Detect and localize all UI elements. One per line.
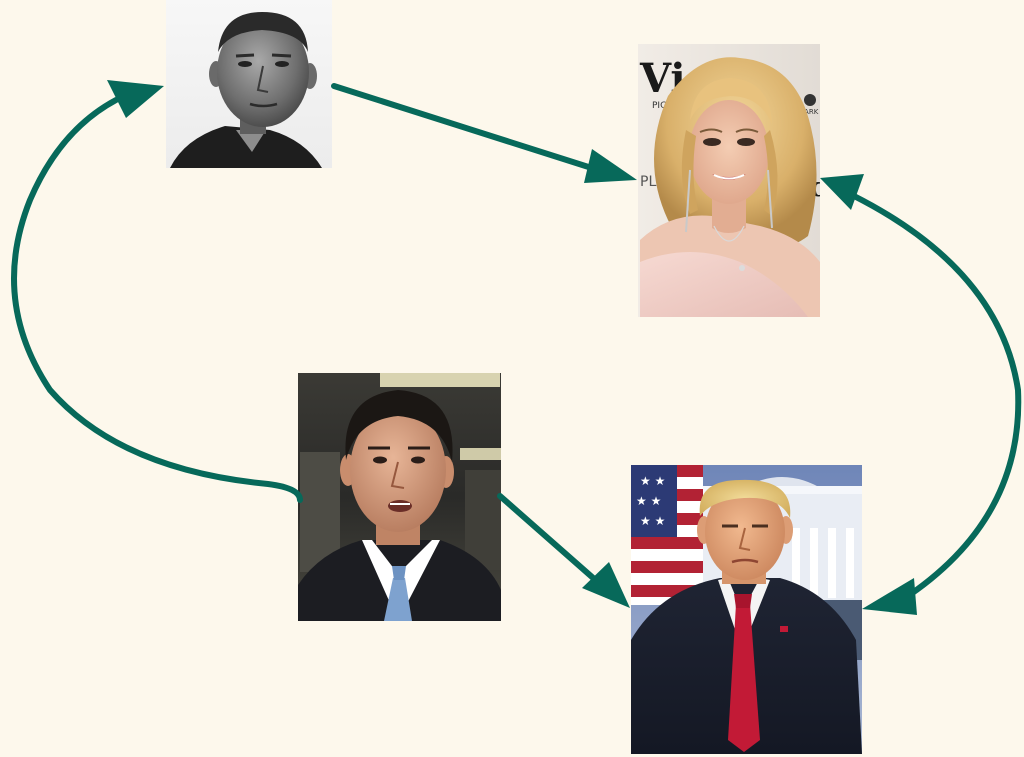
arrowhead-up-left-icon [820,174,864,210]
photo-bottom-right: ★ ★ ★ ★ ★ ★ [631,465,862,754]
arrowhead-right-icon [584,149,637,183]
arrowhead-down-right-icon [582,562,630,608]
arrows-layer [11,83,1022,603]
svg-text:★ ★: ★ ★ [640,474,665,488]
svg-text:★ ★: ★ ★ [636,494,661,508]
photo-top-left [166,0,332,168]
photo-top-right: Vick PICTURES PLAY MARK ic [638,44,820,317]
arrow-bottom-left-to-bottom-right [497,493,603,587]
svg-text:★ ★: ★ ★ [640,514,665,528]
arrow-bottom-left-to-top-left [11,97,303,503]
svg-text:MARK: MARK [798,108,819,116]
photo-bottom-left [298,373,501,621]
arrowheads-layer [107,80,917,615]
arrow-top-right-to-bottom-right [851,193,1022,603]
arrowhead-left-icon [107,80,164,118]
arrow-top-left-to-top-right [331,83,601,173]
arrowhead-down-left-icon [862,578,917,615]
